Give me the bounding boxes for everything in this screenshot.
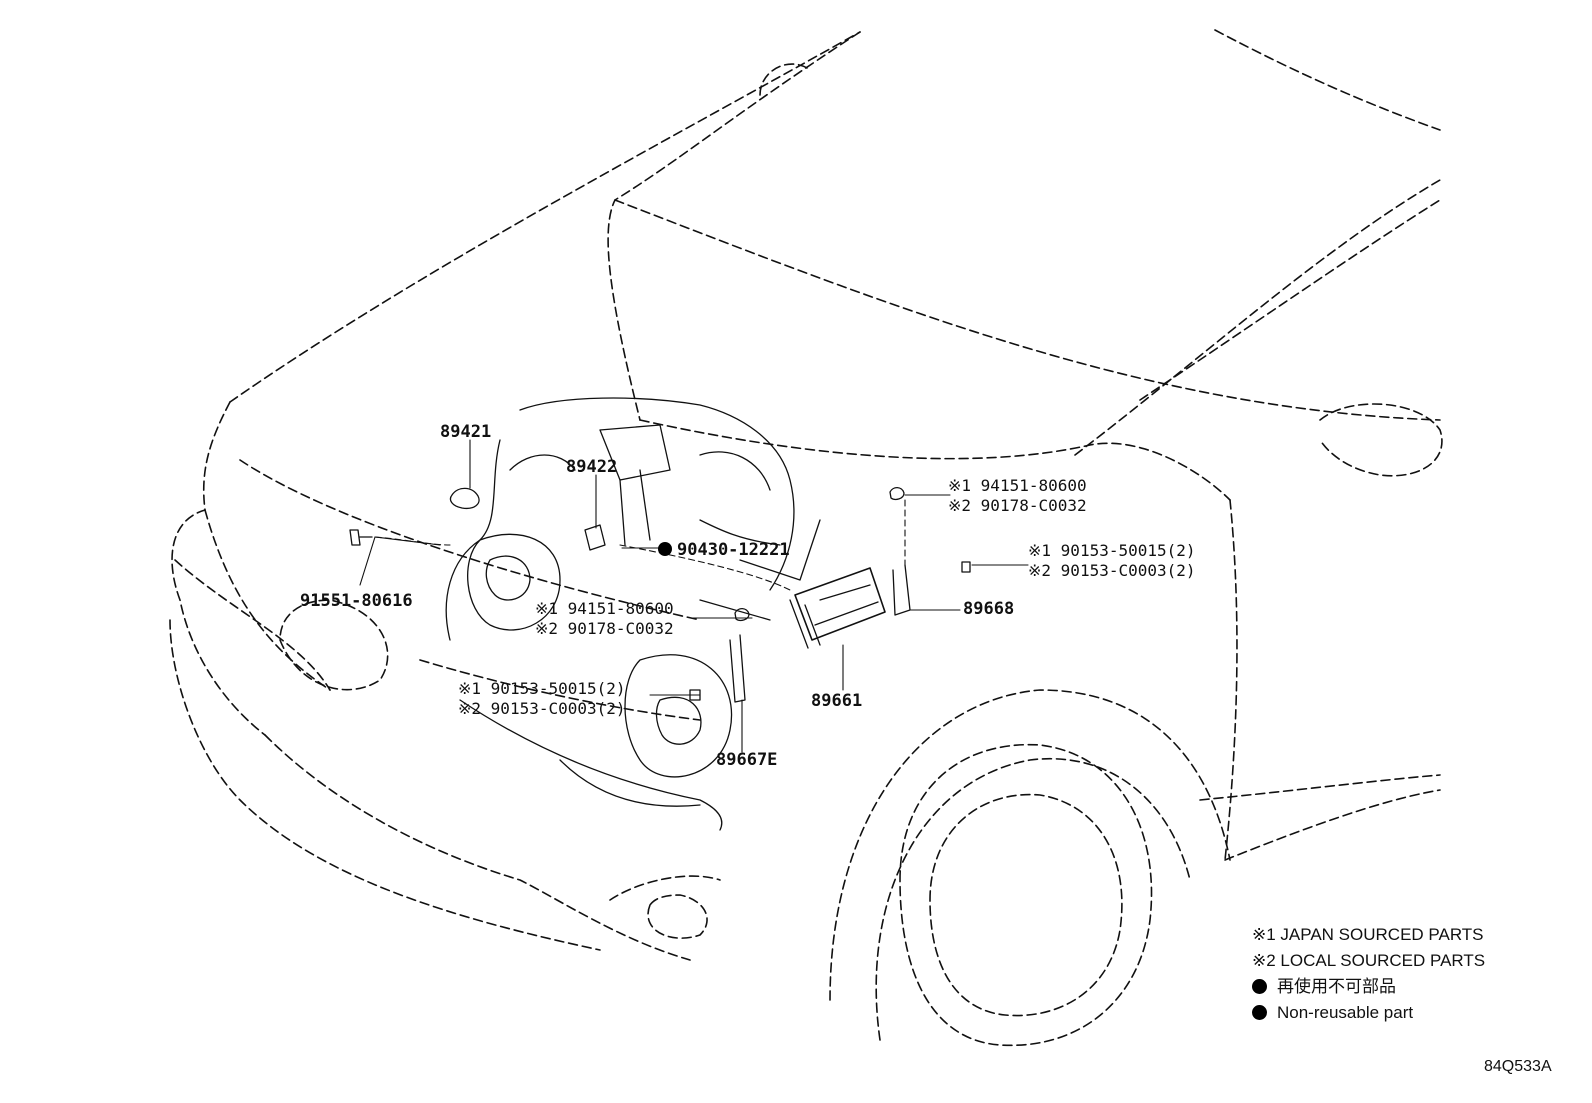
dot-icon [1252,979,1267,994]
part-label-89422: 89422 [566,457,617,477]
legend-nonreusable-jp-text: 再使用不可部品 [1277,977,1396,996]
part-label-nut-right-local: ※2 90178-C0032 [948,496,1087,515]
part-label-bolt-right-local: ※2 90153-C0003(2) [1028,561,1196,580]
part-label-91551: 91551-80616 [300,591,413,611]
part-label-89667E: 89667E [716,750,777,770]
part-label-89661: 89661 [811,691,862,711]
legend-local-sourced: ※2 LOCAL SOURCED PARTS [1252,951,1486,970]
part-label-89421: 89421 [440,422,491,442]
part-label-nut-right-japan: ※1 94151-80600 [948,476,1087,495]
engine-assembly [349,397,971,831]
diagram-code: 84Q533A [1484,1058,1552,1075]
legend-nonreusable-en: Non-reusable part [1252,1000,1485,1026]
nonreusable-marker [658,542,672,556]
part-label-nut-mid-local: ※2 90178-C0032 [535,619,674,638]
part-label-bolt-right-japan: ※1 90153-50015(2) [1028,541,1196,560]
dot-icon [1252,1005,1267,1020]
legend-nonreusable-jp: 再使用不可部品 [1252,974,1485,1000]
part-label-89668: 89668 [963,599,1014,619]
car-body-outline [169,29,1443,1047]
part-label-bolt-low-japan: ※1 90153-50015(2) [458,679,626,698]
legend-japan-sourced: ※1 JAPAN SOURCED PARTS [1252,925,1484,944]
part-label-bolt-low-local: ※2 90153-C0003(2) [458,699,626,718]
part-label-90430: 90430-12221 [677,540,790,560]
legend-nonreusable-en-text: Non-reusable part [1277,1003,1414,1022]
part-label-nut-mid-japan: ※1 94151-80600 [535,599,674,618]
legend: ※1 JAPAN SOURCED PARTS ※2 LOCAL SOURCED … [1252,922,1485,1026]
